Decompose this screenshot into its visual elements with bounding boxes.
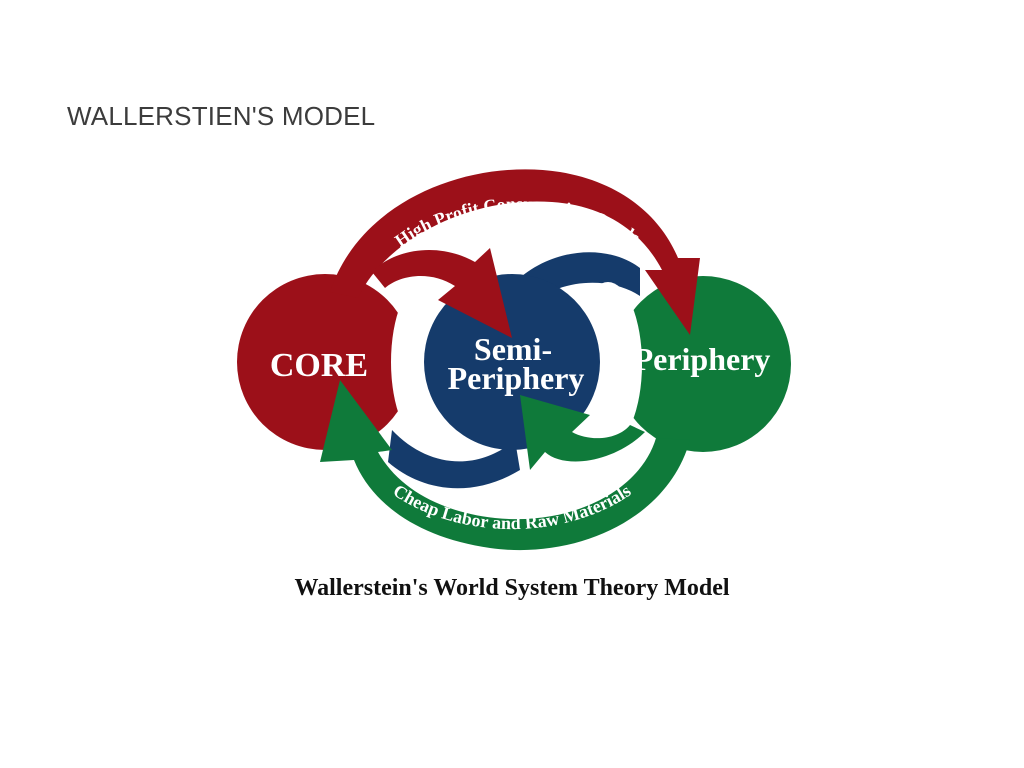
- core-to-semi-periphery-arrow: [372, 248, 512, 338]
- slide-title: WALLERSTIEN'S MODEL: [67, 101, 376, 131]
- periphery-node: [615, 276, 791, 452]
- periphery-label: Periphery: [634, 341, 771, 377]
- periphery-to-core-arrow: [320, 380, 690, 551]
- semi-periphery-hook-bottom: [388, 430, 520, 489]
- core-to-periphery-arrow: [330, 169, 700, 335]
- core-label: CORE: [270, 347, 368, 384]
- periphery-to-semi-periphery-arrow: [520, 395, 645, 470]
- diagram-caption: Wallerstein's World System Theory Model: [294, 575, 730, 601]
- core-node: [237, 274, 413, 450]
- semi-periphery-label-line2: Periphery: [448, 360, 585, 396]
- periphery-cutout: [574, 282, 642, 446]
- semi-periphery-label-line1: Semi-: [474, 331, 552, 367]
